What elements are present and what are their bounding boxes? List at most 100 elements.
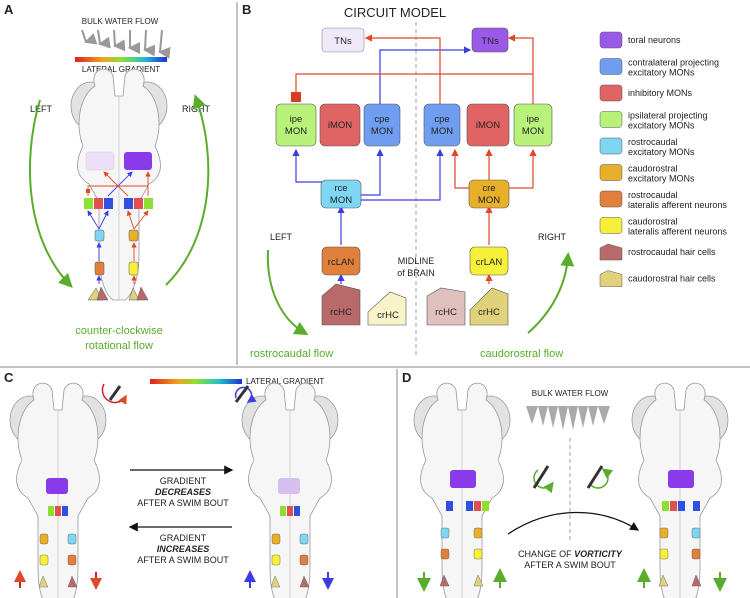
legend-swatch [599, 31, 623, 49]
panel-d-change3: AFTER A SWIM BOUT [524, 560, 616, 570]
rce-c2 [299, 533, 309, 545]
legend-label-line2: lateralis afferent neurons [628, 200, 727, 210]
panel-b-rostro-flow: rostrocaudal flow [250, 348, 333, 360]
rce-a [94, 229, 105, 242]
bulk-flow-arrows [81, 29, 171, 59]
probe-icon-c2 [234, 385, 257, 403]
legend-swatch [599, 137, 623, 155]
node-tns-right [471, 27, 509, 53]
crlan-a [128, 261, 139, 276]
toral-neuron-c1 [46, 478, 68, 494]
legend-swatch [599, 243, 623, 261]
mon-row-a [84, 198, 153, 209]
panel-b-title: CIRCUIT MODEL [344, 5, 446, 20]
vorticity-arrow [507, 511, 640, 535]
node-ipe-mon-right-l2: MON [522, 126, 544, 137]
probe-icon-c1 [101, 383, 127, 405]
node-ipe-mon-right-l1: ipe [527, 114, 540, 125]
legend-label: ipsilateral projecting [628, 111, 708, 121]
mon-row-c2 [280, 506, 300, 516]
node-crhc-right-label: crHC [478, 307, 500, 318]
legend-swatch [599, 84, 623, 102]
hair-cell-a3 [128, 287, 140, 301]
cre-d2 [659, 527, 669, 539]
hair-cell-d2b [691, 574, 702, 587]
legend-label: inhibitory MONs [628, 88, 693, 98]
brain-outline-d2 [631, 382, 729, 598]
legend-label-line2: excitatory MONs [628, 121, 695, 131]
legend-swatch [599, 58, 623, 75]
hair-cell-a2 [96, 286, 109, 301]
legend-label-line2: lateralis afferent neurons [628, 227, 727, 237]
panel-a-bulk-flow: BULK WATER FLOW [82, 17, 159, 26]
node-imon-right-label: iMON [476, 120, 500, 131]
panel-a-flow-line1: counter-clockwise [75, 325, 162, 337]
node-tns-right-label: TNs [481, 36, 499, 47]
probe-icon-d2 [586, 465, 614, 489]
node-ipe-mon-right [513, 103, 553, 147]
legend-label: rostrocaudal [628, 137, 678, 147]
panel-b-letter: B [242, 2, 251, 17]
circuit-arrows-a [87, 171, 151, 284]
node-cpe-mon-right-l2: MON [431, 126, 453, 137]
hair-cell-c1a [38, 575, 49, 588]
rce-d2 [691, 527, 701, 539]
panel-a-left: LEFT [30, 104, 53, 114]
cre-d1 [473, 527, 483, 539]
node-cre-mon-l2: MON [478, 195, 500, 206]
node-ipe-mon-left-l1: ipe [290, 114, 303, 125]
legend-swatch [599, 164, 623, 181]
ccw-flow-left [29, 99, 73, 288]
hair-cell-c2a [270, 575, 281, 588]
node-cpe-mon-right-l1: cpe [434, 114, 449, 125]
hair-cell-c2b [299, 575, 310, 588]
panel-b: B CIRCUIT MODEL TNs TNs [242, 2, 575, 360]
node-cre-mon [468, 179, 510, 209]
legend-swatch [599, 217, 623, 234]
node-imon-left-label: iMON [328, 120, 352, 131]
rclan-c2 [299, 554, 309, 566]
panel-c-letter: C [4, 370, 14, 385]
legend-label: caudorostral [628, 217, 678, 227]
brain-outline-d1 [413, 382, 511, 598]
rostro-flow-arrow [266, 249, 309, 335]
rclan-a [94, 261, 105, 276]
node-cpe-mon-left-l2: MON [371, 126, 393, 137]
legend-swatch [599, 190, 623, 208]
ccw-flow-right [165, 94, 210, 286]
node-rclan-label: rcLAN [328, 257, 355, 268]
rclan-d2 [691, 548, 701, 560]
node-rchc-right [426, 287, 466, 326]
toral-neuron-right [124, 152, 152, 170]
node-imon-right [466, 103, 510, 147]
cre-a [128, 229, 139, 242]
panel-b-midline1: MIDLINE [398, 256, 435, 266]
rce-d1 [440, 527, 450, 539]
panel-b-left: LEFT [270, 232, 293, 242]
node-crhc-left-label: crHC [377, 310, 399, 321]
legend-label: rostrocaudal hair cells [628, 247, 716, 257]
node-rchc-right-label: rcHC [435, 307, 457, 318]
toral-neuron-left [85, 151, 115, 171]
toral-neuron-c2 [278, 478, 300, 494]
legend-label: caudorostral [628, 164, 678, 174]
node-rce-mon-l2: MON [330, 195, 352, 206]
lateral-gradient-bar-c [150, 379, 242, 384]
inhibition-end-a [86, 189, 90, 193]
node-crlan [469, 246, 509, 276]
panel-a-flow-line2: rotational flow [85, 340, 153, 352]
probe-icon-d1 [532, 465, 554, 494]
node-rchc-left [321, 283, 361, 326]
node-rchc-left-label: rcHC [330, 307, 352, 318]
caudo-flow-arrow [527, 252, 575, 334]
panel-d-letter: D [402, 370, 411, 385]
cre-c2 [271, 533, 281, 545]
mon-row-d1 [446, 501, 489, 511]
legend-label: rostrocaudal [628, 190, 678, 200]
crlan-d1 [473, 548, 483, 560]
toral-neuron-d2 [668, 470, 694, 488]
mon-row-c1 [48, 506, 68, 516]
node-rclan [321, 246, 361, 276]
node-tns-left [321, 27, 365, 53]
